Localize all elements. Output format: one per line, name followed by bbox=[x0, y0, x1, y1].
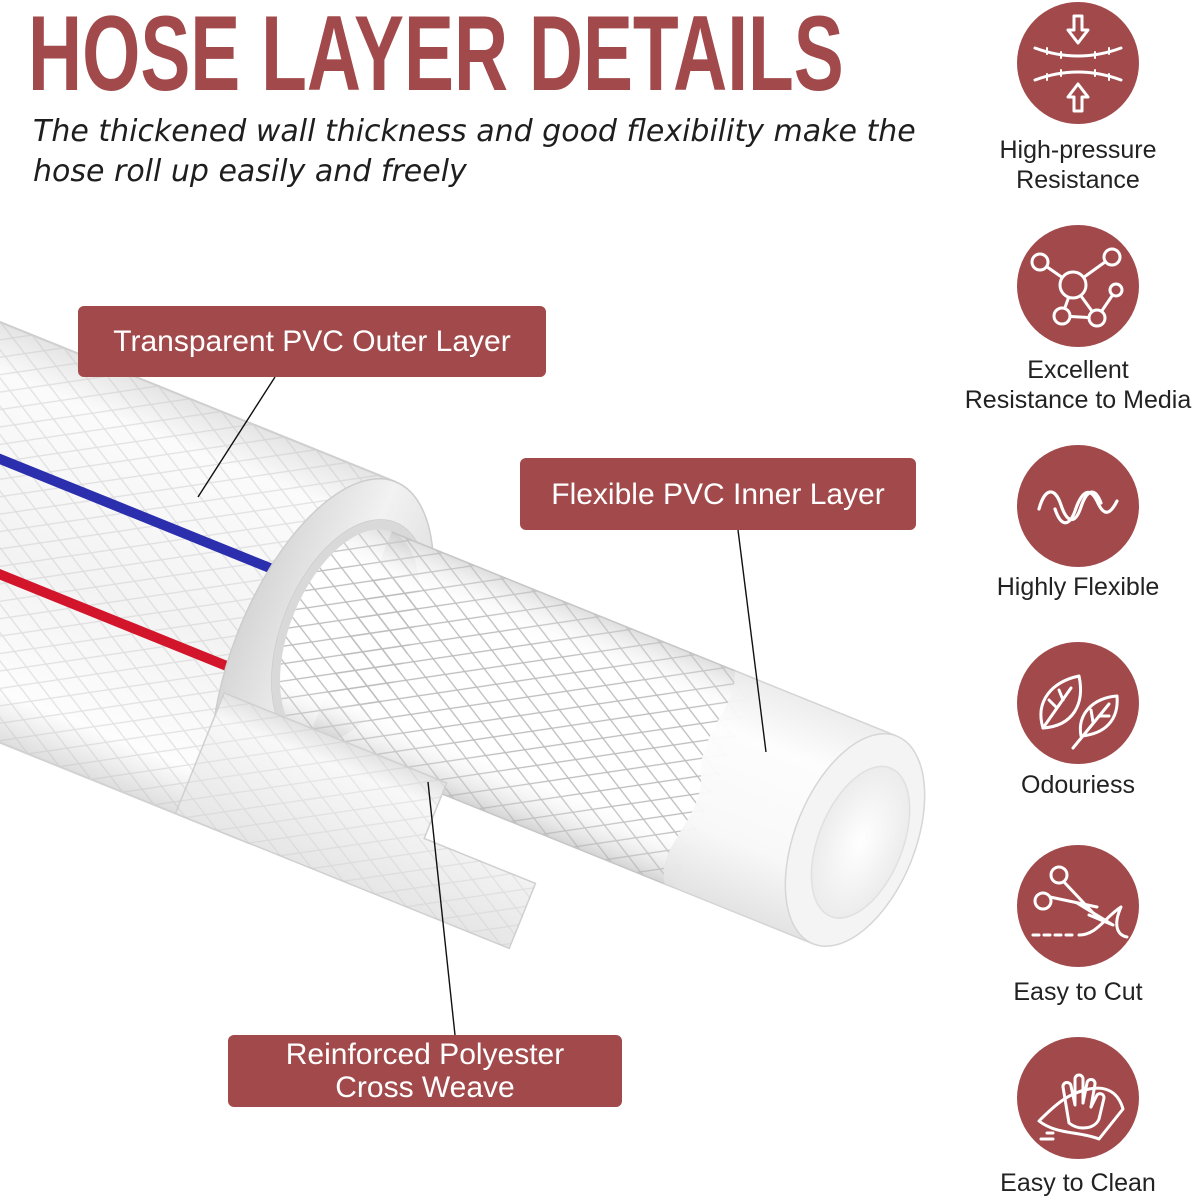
callout-label: Transparent PVC Outer Layer bbox=[113, 325, 511, 358]
braid-layer bbox=[280, 529, 759, 889]
wave-icon bbox=[1037, 490, 1119, 525]
callout-inner-layer: Flexible PVC Inner Layer bbox=[520, 458, 916, 530]
hand-wipe-icon bbox=[1037, 1073, 1125, 1141]
outer-layer-lower-texture bbox=[175, 692, 536, 949]
feature-label-easy-clean: Easy to Clean bbox=[958, 1168, 1198, 1198]
feature-easy-clean bbox=[1017, 1037, 1139, 1159]
subtitle-line: hose roll up easily and freely bbox=[33, 154, 467, 189]
feature-odourless bbox=[1017, 642, 1139, 764]
page-subtitle: The thickened wall thickness and good fl… bbox=[33, 112, 916, 192]
feature-label-line: Highly Flexible bbox=[996, 573, 1160, 601]
molecule-icon bbox=[1030, 247, 1124, 328]
feature-media-resistance bbox=[1017, 225, 1139, 347]
outer-layer-weave-texture bbox=[0, 204, 396, 844]
scissors-icon bbox=[1031, 865, 1129, 939]
feature-flexible bbox=[1017, 445, 1139, 567]
feature-label-line: Odouriess bbox=[1021, 771, 1135, 799]
callout-outer-layer: Transparent PVC Outer Layer bbox=[78, 306, 546, 377]
feature-high-pressure bbox=[1017, 2, 1139, 124]
callout-label-line: Cross Weave bbox=[335, 1071, 515, 1104]
red-stripe bbox=[0, 416, 236, 674]
leader-line-cross-weave bbox=[427, 781, 456, 1036]
feature-label-line: Resistance to Media bbox=[964, 386, 1192, 414]
leader-line-inner-layer bbox=[737, 529, 767, 753]
inner-layer-bottom-edge bbox=[664, 883, 814, 945]
callout-cross-weave: Reinforced Polyester Cross Weave bbox=[228, 1035, 622, 1107]
blue-stripe bbox=[0, 317, 276, 575]
inner-layer-top-edge bbox=[734, 669, 898, 737]
feature-label-line: Resistance bbox=[1016, 166, 1140, 194]
outer-layer-top-edge bbox=[0, 203, 397, 483]
leader-line-outer-layer bbox=[197, 376, 276, 498]
callout-label-line: Reinforced Polyester bbox=[285, 1038, 565, 1071]
callout-label: Flexible PVC Inner Layer bbox=[551, 477, 885, 511]
subtitle-line: The thickened wall thickness and good fl… bbox=[33, 114, 916, 149]
feature-label-odourless: Odouriess bbox=[958, 770, 1198, 800]
inner-layer-end bbox=[784, 733, 926, 947]
leaf-icon bbox=[1039, 674, 1119, 750]
pressure-icon bbox=[1033, 14, 1123, 113]
feature-label-line: High-pressure bbox=[999, 136, 1157, 164]
outer-layer-bottom-edge bbox=[0, 565, 250, 845]
feature-label-line: Excellent bbox=[1027, 356, 1129, 384]
feature-easy-cut bbox=[1017, 845, 1139, 967]
feature-label-flexible: Highly Flexible bbox=[958, 572, 1198, 602]
feature-label-easy-cut: Easy to Cut bbox=[958, 977, 1198, 1007]
feature-label-line: Easy to Cut bbox=[1013, 978, 1143, 1006]
feature-label-media-resistance: Excellent Resistance to Media bbox=[958, 355, 1198, 415]
feature-label-high-pressure: High-pressure Resistance bbox=[958, 135, 1198, 195]
page-title: HOSE LAYER DETAILS bbox=[28, 0, 844, 113]
feature-label-line: Easy to Clean bbox=[1000, 1169, 1156, 1197]
